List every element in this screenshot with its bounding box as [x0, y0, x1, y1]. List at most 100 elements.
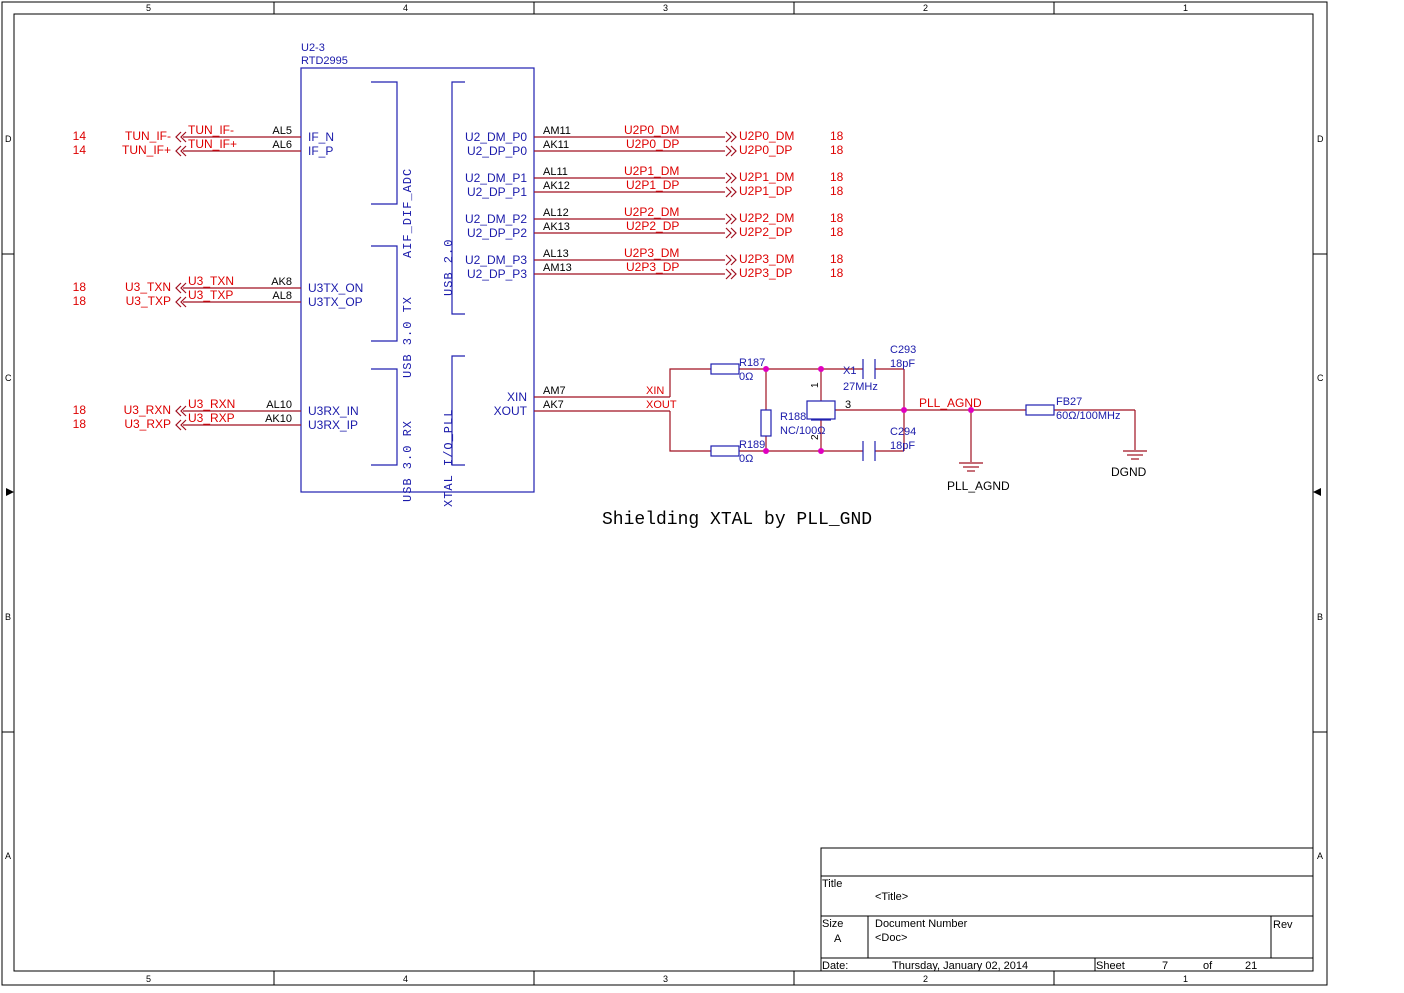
offpage-net-name: U2P3_DP: [739, 266, 792, 280]
net-wire-label: U2P0_DM: [624, 123, 679, 137]
pin-name: U2_DM_P1: [465, 171, 527, 185]
offpage-connector-icon: [725, 213, 732, 225]
resistor-r188: [760, 409, 772, 437]
ball-number: AK10: [265, 413, 292, 425]
offpage-connector-icon: [730, 227, 737, 239]
ball-number: AM13: [543, 262, 572, 274]
row-label-left-D: D: [5, 134, 12, 144]
junction-dot: [818, 366, 824, 372]
ground-symbol-dgnd: [1123, 450, 1147, 460]
bracket-xtal: [451, 355, 465, 466]
offpage-page-ref: 18: [830, 129, 844, 143]
pin-name: U2_DM_P3: [465, 253, 527, 267]
row-label-right-A: A: [1317, 851, 1323, 861]
offpage-connector-icon: [725, 268, 732, 280]
docnum-label: Document Number: [875, 918, 968, 930]
group-label-usb3tx: USB 3.0 TX: [401, 296, 415, 378]
ball-number: AL6: [272, 139, 292, 151]
offpage-net-name: U3_RXN: [124, 403, 171, 417]
ball-number: AM11: [543, 125, 571, 137]
pin-name: U2_DP_P1: [467, 185, 527, 199]
ball-am7: AM7: [543, 385, 566, 397]
pin-name: U3RX_IN: [308, 404, 359, 418]
offpage-page-ref: 14: [73, 143, 87, 157]
rev-label: Rev: [1273, 919, 1293, 931]
ic-u2-3: U2-3 RTD2995 AIF_DIF_ADC USB 3.0 TX USB …: [300, 42, 535, 507]
offpage-net-name: U3_RXP: [124, 417, 171, 431]
bracket-usb3tx: [371, 245, 398, 342]
sheet-frame: [1, 1, 1328, 986]
ball-number: AL13: [543, 248, 569, 260]
resistor-r187: [710, 363, 740, 375]
date-label: Date:: [822, 960, 848, 972]
offpage-connector-icon: [730, 172, 737, 184]
pin-name: U3TX_ON: [308, 281, 363, 295]
offpage-connector-icon: [180, 282, 187, 294]
junction-dot: [763, 366, 769, 372]
x1-value: 27MHz: [843, 381, 878, 393]
pin-name: U2_DP_P2: [467, 226, 527, 240]
c294-value: 18pF: [890, 440, 915, 452]
bracket-aif: [371, 81, 398, 205]
offpage-connector-icon: [180, 145, 187, 157]
col-label-top-3: 3: [663, 3, 668, 13]
pin-name: U2_DP_P3: [467, 267, 527, 281]
offpage-connector-icon: [730, 254, 737, 266]
of-value: 21: [1245, 960, 1257, 972]
ball-number: AL11: [543, 166, 568, 178]
pin-name: U3TX_OP: [308, 295, 363, 309]
c294-ref: C294: [890, 426, 916, 438]
c293-ref: C293: [890, 344, 916, 356]
ball-number: AK11: [543, 139, 569, 151]
offpage-net-name: U2P0_DM: [739, 129, 794, 143]
offpage-connector-icon: [175, 405, 182, 417]
x1-pin3-label: 3: [845, 399, 851, 411]
ground-label-dgnd: DGND: [1111, 465, 1147, 479]
offpage-connector-icon: [180, 405, 187, 417]
pin-name: U2_DP_P0: [467, 144, 527, 158]
pin-xin: XIN: [507, 390, 527, 404]
offpage-connector-icon: [725, 131, 732, 143]
x1-ref: X1: [843, 365, 856, 377]
col-label-top-4: 4: [403, 3, 408, 13]
r189-ref: R189: [739, 439, 765, 451]
offpage-connector-icon: [725, 227, 732, 239]
col-label-bottom-3: 3: [663, 974, 668, 984]
net-wire-label: U2P2_DP: [626, 219, 679, 233]
crystal-x1: [806, 400, 836, 420]
pin-name: IF_N: [308, 130, 334, 144]
fb27-value: 60Ω/100MHz: [1056, 410, 1120, 422]
offpage-connector-icon: [730, 145, 737, 157]
net-wire-label: U2P2_DM: [624, 205, 679, 219]
junction-dot: [968, 407, 974, 413]
offpage-connector-icon: [730, 213, 737, 225]
offpage-connector-icon: [725, 186, 732, 198]
net-wire-label: U2P3_DP: [626, 260, 679, 274]
offpage-net-name: U2P1_DP: [739, 184, 792, 198]
pin-name: IF_P: [308, 144, 333, 158]
offpage-page-ref: 14: [73, 129, 87, 143]
r187-ref: R187: [739, 357, 765, 369]
offpage-page-ref: 18: [73, 294, 87, 308]
offpage-connector-icon: [730, 186, 737, 198]
bracket-usb3rx: [371, 368, 398, 466]
offpage-connector-icon: [725, 254, 732, 266]
r189-value: 0Ω: [739, 453, 753, 465]
wire-label-xin: XIN: [646, 385, 664, 397]
col-label-bottom-1: 1: [1183, 974, 1188, 984]
offpage-connector-icon: [730, 268, 737, 280]
offpage-net-name: TUN_IF-: [125, 129, 171, 143]
row-label-right-C: C: [1317, 373, 1324, 383]
junction-dot: [763, 448, 769, 454]
junction-dot: [901, 407, 907, 413]
group-label-xtal: XTAL I/O_PLL: [442, 409, 456, 507]
net-wire-label: U3_TXP: [188, 288, 233, 302]
col-label-top-5: 5: [146, 3, 151, 13]
frame-labels: 5 4 3 2 1 5 4 3 2 1 D C B A D C B A: [5, 3, 1324, 984]
col-label-bottom-5: 5: [146, 974, 151, 984]
net-wire-label: U3_TXN: [188, 274, 234, 288]
docnum-value: <Doc>: [875, 932, 907, 944]
offpage-page-ref: 18: [830, 225, 844, 239]
title-label: Title: [822, 878, 842, 890]
